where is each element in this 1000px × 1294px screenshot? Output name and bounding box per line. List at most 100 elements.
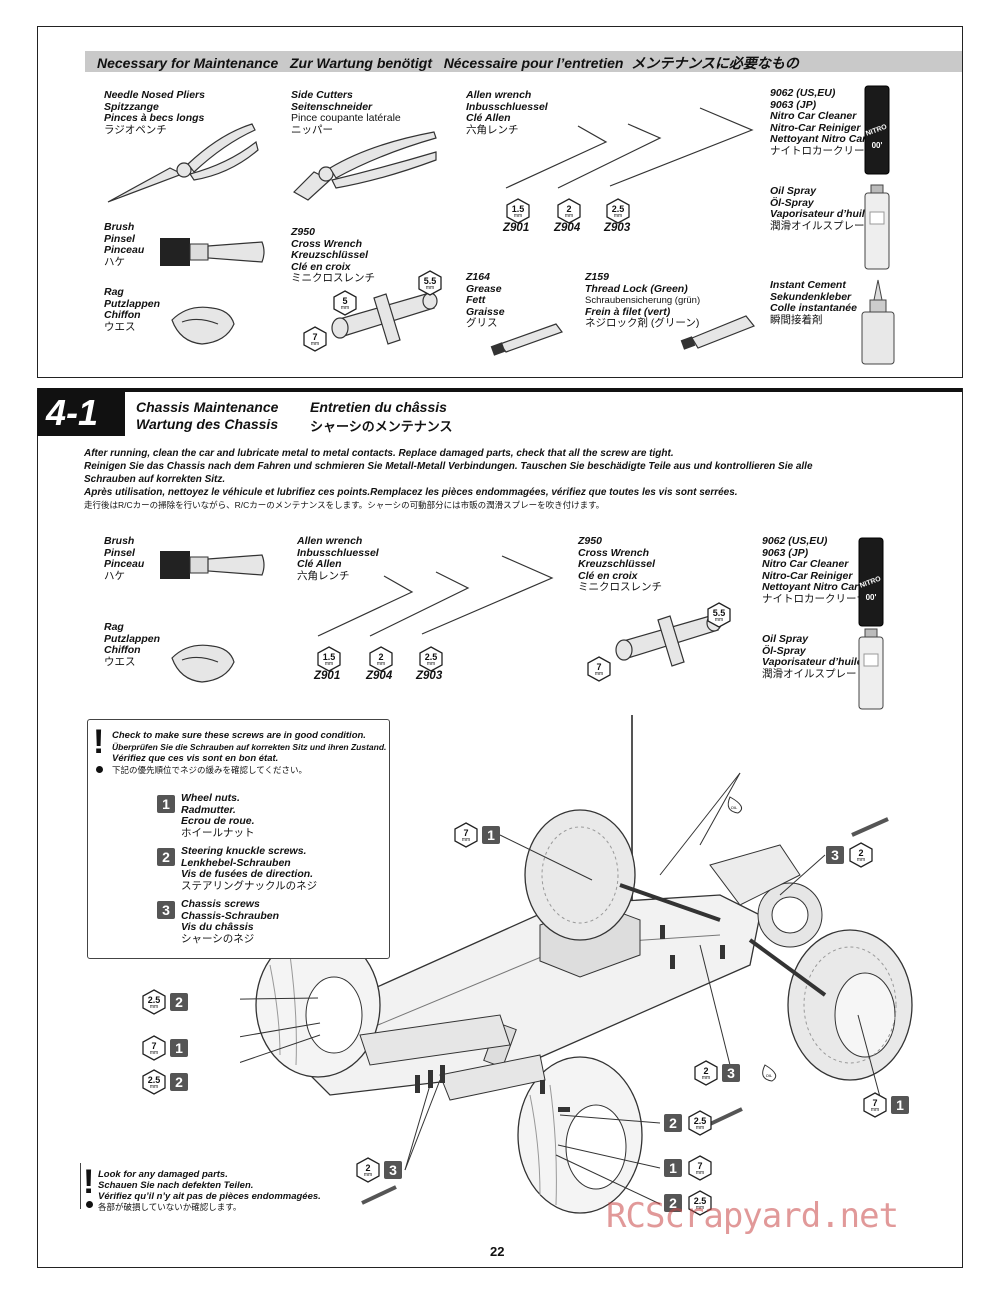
instructions-text: After running, clean the car and lubrica… [84,448,813,510]
callout-num-g: 1 [891,1096,909,1114]
code-z901-b: Z901 [314,670,341,682]
code-z903-b: Z903 [416,670,443,682]
watermark: RCScrapyard.net [606,1196,899,1236]
check-item-1-num: 1 [157,795,175,813]
bullet-dot-icon [96,766,103,773]
allen-wrench-set-icon-2 [317,555,554,637]
maintenance-tools-box [37,26,963,378]
check-item-3-num: 3 [157,901,175,919]
damage-exclamation-icon: ! [83,1163,95,1201]
oil-drop-label-2: OIL [766,1073,773,1078]
rag-icon-2 [171,644,235,683]
instant-cement-bottle-icon [861,279,895,365]
oil-spray-can-icon [864,184,890,270]
maintenance-header-text: Necessary for Maintenance Zur Wartung be… [97,55,799,71]
nitro-cleaner-can-icon: NITRO 00' [864,85,890,175]
needle-nose-pliers-icon [107,123,259,203]
callout-num-c: 2 [170,993,188,1011]
allen-wrench-set-icon [505,107,754,189]
damage-note-box [80,1163,85,1209]
brush-icon-2 [160,551,265,579]
side-cutters-icon [293,131,437,201]
thread-lock-tube-icon [680,315,755,350]
page-number: 22 [490,1244,505,1259]
code-z904: Z904 [554,222,581,234]
svg-text:00': 00' [872,141,883,150]
section-title-en: Chassis Maintenance [136,399,279,415]
screw-check-box [87,719,390,959]
warning-exclamation-icon: ! [93,723,105,761]
check-item-1-text: Wheel nuts.Radmutter.Ecrou de roue.ホイールナ… [181,792,255,839]
oil-drop-label-1: OIL [731,805,738,810]
callout-num-j: 2 [664,1194,682,1212]
section-number-badge [37,390,125,436]
rag-icon [171,306,235,345]
code-z901: Z901 [503,222,530,234]
callout-num-k: 3 [384,1161,402,1179]
maintenance-header-bar [85,51,962,72]
section-title-jp: シャーシのメンテナンス [310,419,453,434]
grease-tube-icon [490,323,563,356]
nitro-cleaner-can-icon-2: NITRO 00' [858,537,884,627]
section-title-de: Wartung des Chassis [136,416,279,432]
callout-num-d: 1 [170,1039,188,1057]
section-title-fr: Entretien du châssis [310,399,447,415]
callout-num-b: 3 [826,846,844,864]
brush-icon [160,238,265,266]
callout-num-f: 3 [722,1064,740,1082]
check-item-2-num: 2 [157,848,175,866]
cross-wrench-icon [331,292,438,345]
section-frame [37,388,963,1268]
oil-spray-can-icon-2 [858,628,884,710]
section-top-rule [37,388,963,392]
damage-note-text: Look for any damaged parts. Schauen Sie … [98,1169,321,1212]
callout-num-i: 1 [664,1159,682,1177]
svg-text:00': 00' [866,593,877,602]
code-z904-b: Z904 [366,670,393,682]
code-z903: Z903 [604,222,631,234]
section-number: 4-1 [46,392,99,433]
callout-num-a: 1 [482,826,500,844]
cross-wrench-icon-2 [615,614,722,667]
callout-num-e: 2 [170,1073,188,1091]
damage-bullet-icon [86,1201,93,1208]
